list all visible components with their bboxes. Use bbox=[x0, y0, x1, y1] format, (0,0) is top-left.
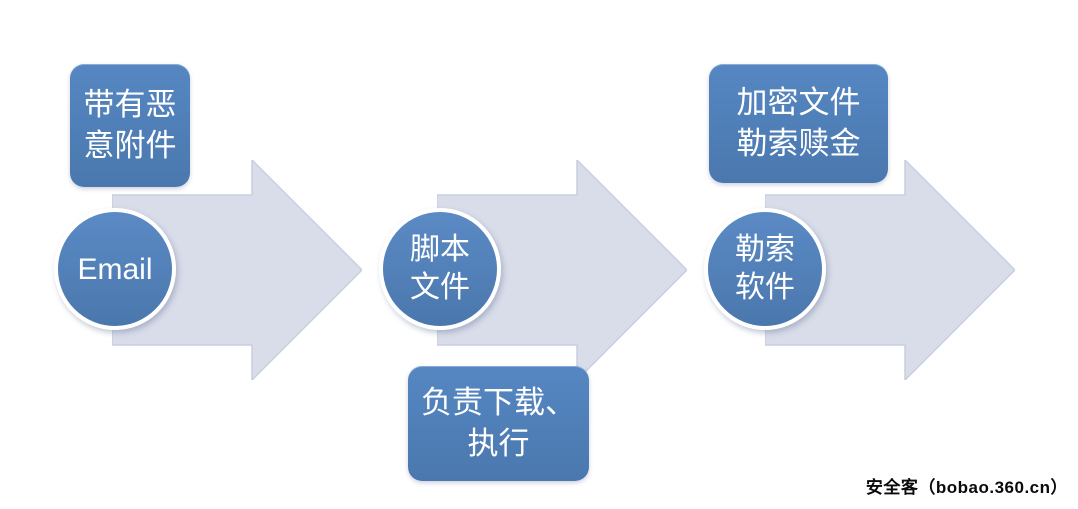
watermark-text: 安全客（bobao.360.cn） bbox=[865, 478, 1068, 497]
right-arrow-icon bbox=[437, 160, 687, 380]
step-circle-label: Email bbox=[77, 252, 153, 286]
right-arrow-icon bbox=[112, 160, 362, 380]
note-line1: 负责下载、 bbox=[421, 385, 576, 421]
note-box-malicious-attachment: 带有恶 意附件 bbox=[70, 64, 190, 187]
step-circle-label-line2: 文件 bbox=[410, 271, 470, 304]
note-box-download-execute: 负责下载、 执行 bbox=[408, 366, 589, 481]
step-circle-label-line2: 软件 bbox=[735, 271, 795, 304]
flow-arrow-1 bbox=[112, 160, 362, 380]
step-circle-ransomware: 勒索 软件 bbox=[704, 208, 826, 330]
flow-arrow-2 bbox=[437, 160, 687, 380]
flow-arrow-3 bbox=[765, 160, 1015, 380]
note-line1: 带有恶 bbox=[83, 87, 177, 123]
note-line2: 勒索赎金 bbox=[736, 125, 861, 161]
right-arrow-icon bbox=[765, 160, 1015, 380]
note-box-encrypt-ransom: 加密文件 勒索赎金 bbox=[709, 64, 888, 183]
step-circle-label-line1: 勒索 bbox=[735, 232, 795, 266]
step-circle-email: Email bbox=[54, 208, 176, 330]
step-circle-label-line1: 脚本 bbox=[410, 232, 470, 266]
note-line1: 加密文件 bbox=[736, 85, 861, 121]
note-line2: 意附件 bbox=[83, 127, 177, 163]
note-line2: 执行 bbox=[467, 425, 530, 461]
step-circle-script-file: 脚本 文件 bbox=[379, 208, 501, 330]
